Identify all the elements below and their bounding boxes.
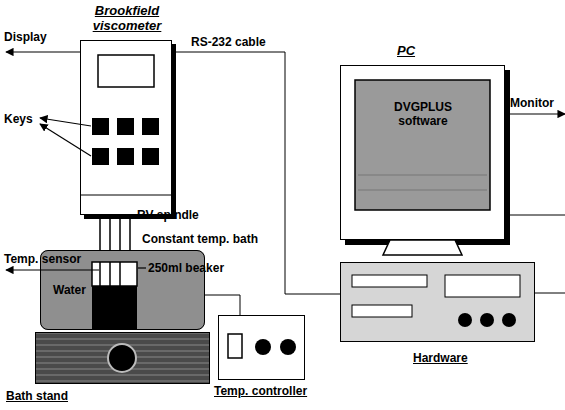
monitor-box: PCDVGPLUS software — [340, 65, 505, 240]
node-text: Bath stand — [6, 389, 68, 403]
part-label: RV spindle — [137, 208, 199, 222]
stand-body — [35, 332, 210, 384]
monitor-body — [340, 65, 505, 240]
viscometer-box: Brookfield viscometer — [80, 40, 172, 215]
part-label: Constant temp. bath — [142, 232, 258, 246]
stand-knob — [108, 344, 136, 372]
display-screen — [98, 55, 154, 87]
node-text: Temp. controller — [214, 384, 307, 398]
monitor-screen — [355, 80, 490, 210]
part-label: Monitor — [510, 96, 554, 110]
hardware-cable — [535, 293, 565, 294]
panel-edge — [80, 195, 172, 196]
part-label: 250ml beaker — [148, 261, 224, 275]
monitor-cable — [505, 215, 565, 216]
part-label: Keys — [4, 112, 33, 126]
part-label: Display — [4, 30, 47, 44]
controller-knob — [280, 339, 296, 355]
cable-label: RS-232 cable — [189, 35, 268, 49]
monitor-stand — [383, 240, 462, 255]
node-text: Water — [53, 283, 86, 297]
hardware-case — [340, 262, 535, 342]
beaker-liquid — [92, 286, 137, 330]
part-label: Temp. sensor — [4, 252, 81, 266]
node-heading: PC — [397, 43, 415, 58]
viscometer-body — [80, 40, 172, 215]
node-text: Hardware — [413, 351, 468, 365]
cable-line — [205, 295, 240, 315]
controller-knob — [255, 339, 271, 355]
stand-box: Bath stand — [35, 332, 210, 384]
key-buttons — [92, 118, 159, 165]
hardware-box: Hardware — [340, 262, 535, 342]
cable-line — [172, 52, 340, 294]
controller-display — [228, 334, 242, 358]
beaker-top — [92, 262, 137, 286]
node-text: DVGPLUS software — [383, 100, 463, 128]
controller-box: Temp. controller — [218, 315, 305, 380]
node-text: Brookfield viscometer — [77, 3, 177, 33]
